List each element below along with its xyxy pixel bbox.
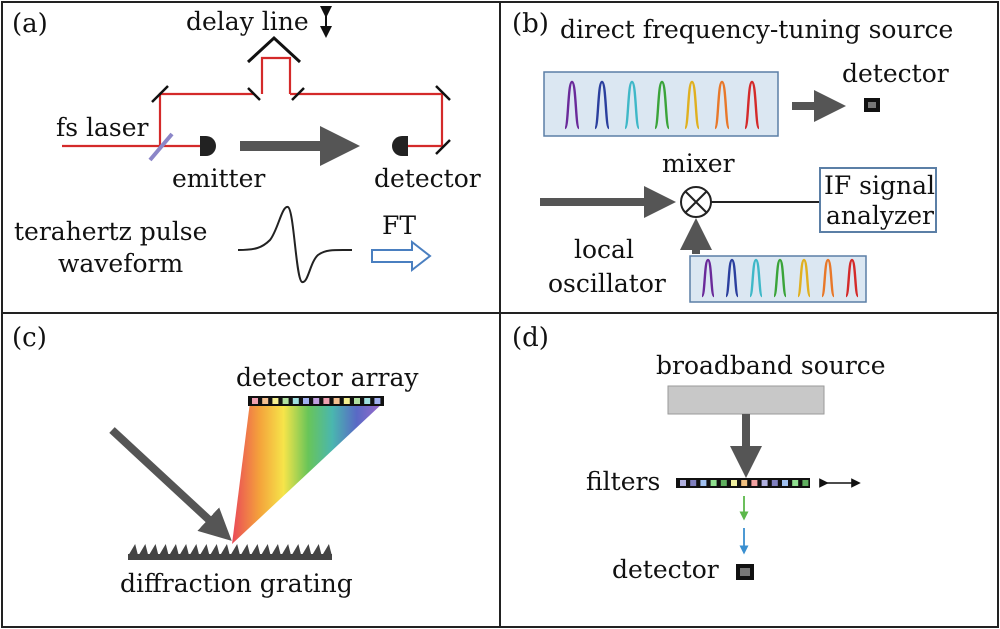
pulse-label-line2: waveform bbox=[58, 249, 183, 278]
filter-array-pixels bbox=[680, 480, 809, 486]
panel-b-label: (b) bbox=[512, 9, 549, 39]
spectral-peak bbox=[593, 80, 611, 130]
detector-label: detector bbox=[374, 164, 481, 193]
delay-prism bbox=[246, 35, 302, 64]
if-label-line2: analyzer bbox=[826, 201, 934, 230]
panel-b-title: direct frequency-tuning source bbox=[560, 15, 953, 44]
pixel bbox=[710, 480, 717, 486]
pixel bbox=[343, 398, 350, 404]
detector-icon bbox=[392, 136, 408, 156]
lo-spectrum bbox=[700, 258, 860, 298]
detector-d-inner bbox=[740, 568, 750, 576]
mirror-1 bbox=[151, 85, 169, 103]
delay-line-label: delay line bbox=[186, 7, 309, 36]
emitter-label: emitter bbox=[172, 164, 265, 193]
detector-label-d: detector bbox=[612, 555, 719, 584]
spectral-peak bbox=[563, 80, 581, 130]
pixel bbox=[782, 480, 788, 486]
diffraction-grating bbox=[128, 544, 332, 560]
grating-label: diffraction grating bbox=[120, 569, 353, 598]
spectral-peak bbox=[713, 80, 731, 130]
spectral-peak bbox=[683, 80, 701, 130]
pixel bbox=[252, 398, 258, 404]
spectral-peak bbox=[623, 80, 641, 130]
pixel bbox=[720, 480, 727, 486]
pixel bbox=[792, 480, 799, 486]
pixel bbox=[680, 480, 686, 486]
pixel bbox=[272, 398, 279, 404]
if-analyzer-box bbox=[819, 167, 937, 233]
lo-label-line1: local bbox=[574, 235, 634, 264]
mirror-4 bbox=[435, 85, 451, 101]
spectral-peak bbox=[772, 258, 788, 298]
panel-d: (d) broadband source filters detector bbox=[512, 323, 886, 584]
pixel bbox=[303, 398, 309, 404]
detector-array-pixels bbox=[252, 398, 381, 404]
detector-b-inner bbox=[868, 102, 876, 108]
pixel bbox=[700, 480, 707, 486]
ft-label: FT bbox=[382, 211, 416, 240]
pixel bbox=[292, 398, 299, 404]
pixel bbox=[313, 398, 320, 404]
mirror-2 bbox=[247, 87, 261, 101]
pixel bbox=[690, 480, 697, 486]
pixel bbox=[374, 398, 381, 404]
broadband-source-label: broadband source bbox=[656, 351, 886, 380]
beam-splitter bbox=[148, 132, 174, 162]
spectral-peak bbox=[743, 80, 761, 130]
fs-laser-label: fs laser bbox=[56, 113, 149, 142]
mixer-label: mixer bbox=[662, 149, 735, 178]
panel-c-label: (c) bbox=[12, 323, 47, 353]
panel-c: (c) detector array diffraction grating bbox=[12, 323, 419, 598]
laser-beam-right bbox=[290, 92, 444, 148]
pixel bbox=[323, 398, 330, 404]
spectral-peak bbox=[700, 258, 716, 298]
pixel bbox=[262, 398, 269, 404]
ft-arrow bbox=[371, 239, 432, 273]
emitter-icon bbox=[200, 136, 216, 156]
spectral-peak bbox=[844, 258, 860, 298]
spectral-peak bbox=[724, 258, 740, 298]
pixel bbox=[731, 480, 737, 486]
thz-waveform bbox=[237, 206, 353, 283]
pixel bbox=[282, 398, 289, 404]
pixel bbox=[751, 480, 758, 486]
mirror-5 bbox=[435, 139, 451, 155]
pixel bbox=[333, 398, 340, 404]
laser-beam-delay bbox=[260, 56, 292, 94]
pixel bbox=[364, 398, 371, 404]
diffracted-rainbow bbox=[232, 402, 384, 544]
panel-d-label: (d) bbox=[512, 323, 549, 353]
spectral-peak bbox=[796, 258, 812, 298]
pixel bbox=[771, 480, 778, 486]
filters-label: filters bbox=[586, 467, 660, 496]
pixel bbox=[761, 480, 768, 486]
pixel bbox=[354, 398, 360, 404]
spectral-peak bbox=[748, 258, 764, 298]
incident-beam-arrow bbox=[109, 427, 232, 541]
grating-base bbox=[128, 554, 332, 560]
pixel bbox=[802, 480, 809, 486]
broadband-source-box bbox=[667, 385, 825, 415]
pixel bbox=[741, 480, 748, 486]
panel-a-label: (a) bbox=[12, 9, 48, 39]
if-label-line1: IF signal bbox=[824, 171, 935, 200]
pulse-label-line1: terahertz pulse bbox=[14, 217, 207, 246]
panel-a: (a) delay line fs laser emitter detector… bbox=[12, 6, 481, 283]
laser-beam-left bbox=[62, 92, 254, 148]
panel-b: (b) direct frequency-tuning source detec… bbox=[512, 9, 953, 303]
detector-label-b: detector bbox=[842, 59, 949, 88]
spectral-peak bbox=[653, 80, 671, 130]
swept-spectrum bbox=[563, 80, 761, 130]
detector-array-label: detector array bbox=[236, 363, 419, 392]
mirror-3 bbox=[291, 87, 305, 101]
lo-label-line2: oscillator bbox=[548, 269, 666, 298]
spectral-peak bbox=[820, 258, 836, 298]
